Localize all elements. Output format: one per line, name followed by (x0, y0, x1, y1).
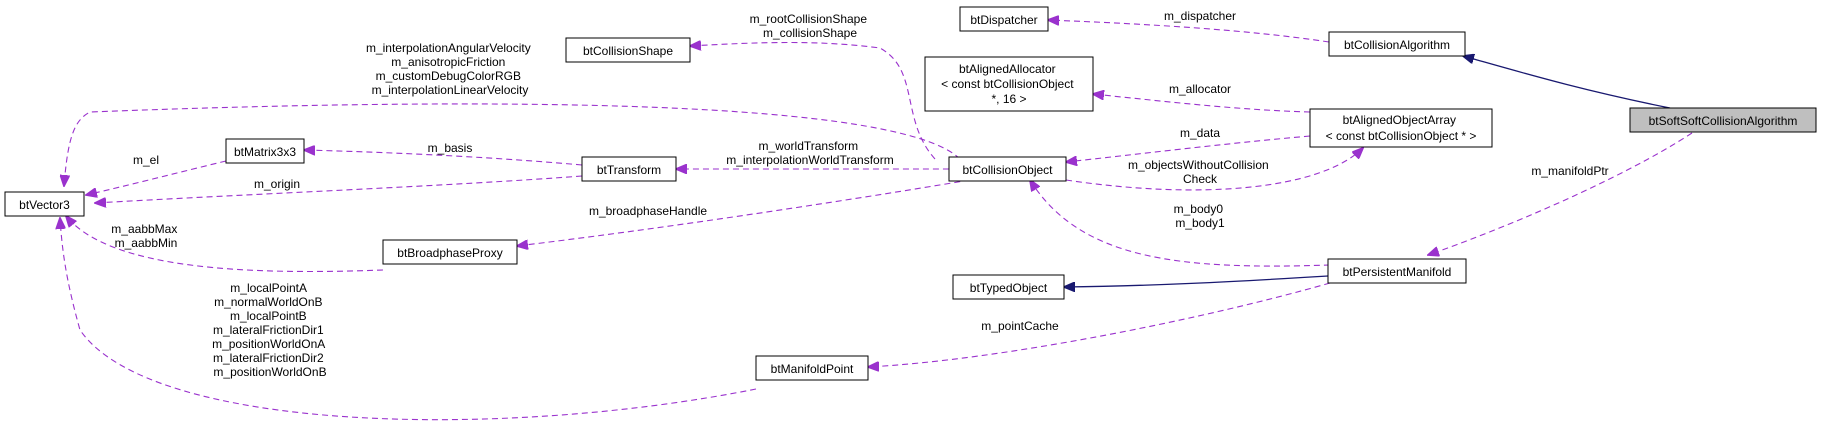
node-btTypedObject[interactable]: btTypedObject (952, 274, 1065, 300)
node-label-btAlignedObjectArray: btAlignedObjectArray < const btCollision… (1326, 113, 1477, 143)
node-btBroadphaseProxy[interactable]: btBroadphaseProxy (382, 239, 518, 265)
edge-label-matrix-to-vector3: m_el (133, 153, 159, 167)
edge-label-collisionobject-to-transform: m_worldTransform m_interpolationWorldTra… (726, 139, 893, 167)
edge-array-to-collisionobject (1066, 135, 1311, 162)
edge-transform-to-vector3 (95, 175, 583, 203)
edge-collisionobject-to-broadphase (517, 179, 971, 246)
node-btSoftSoftCollisionAlgorithm[interactable]: btSoftSoftCollisionAlgorithm (1629, 107, 1817, 133)
edge-label-transform-to-matrix: m_basis (428, 141, 473, 155)
node-label-btTypedObject: btTypedObject (970, 281, 1048, 295)
edge-label-collisionobject-to-broadphase: m_broadphaseHandle (589, 204, 707, 218)
node-label-btManifoldPoint: btManifoldPoint (771, 362, 854, 376)
node-label-btCollisionShape: btCollisionShape (583, 44, 673, 58)
edge-label-collisionobject-to-array: m_objectsWithoutCollision Check (1128, 158, 1272, 186)
edge-manifold-to-collisionobject (1030, 180, 1331, 267)
node-label-btAlignedAllocator: btAlignedAllocator < const btCollisionOb… (941, 62, 1077, 106)
node-btVector3[interactable]: btVector3 (4, 191, 85, 217)
edges (60, 20, 1693, 421)
edge-label-manifold-to-manifoldpoint: m_pointCache (981, 319, 1059, 333)
node-label-btCollisionAlgorithm: btCollisionAlgorithm (1344, 38, 1450, 52)
edge-label-array-to-allocator: m_allocator (1169, 82, 1231, 96)
node-label-btMatrix3x3: btMatrix3x3 (234, 145, 296, 159)
node-btAlignedAllocator[interactable]: btAlignedAllocator < const btCollisionOb… (924, 56, 1094, 112)
edge-collisionobject-to-vector3 (64, 103, 961, 186)
edge-label-broadphase-to-vector3: m_aabbMax m_aabbMin (111, 222, 180, 250)
edge-softsoft-inherits-algorithm (1463, 56, 1671, 109)
edge-broadphase-to-vector3 (66, 216, 384, 273)
edge-label-algorithm-to-dispatcher: m_dispatcher (1164, 9, 1236, 23)
node-label-btPersistentManifold: btPersistentManifold (1343, 265, 1452, 279)
node-label-btVector3: btVector3 (19, 198, 70, 212)
node-label-btTransform: btTransform (597, 163, 661, 177)
node-btPersistentManifold[interactable]: btPersistentManifold (1327, 258, 1467, 284)
node-label-btSoftSoftCollisionAlgorithm: btSoftSoftCollisionAlgorithm (1649, 114, 1798, 128)
edge-label-manifold-to-collisionobject: m_body0 m_body1 (1174, 202, 1227, 230)
edge-label-collisionobject-to-shape: m_rootCollisionShape m_collisionShape (750, 12, 871, 40)
nodes: btVector3 btMatrix3x3 btTransform btColl… (4, 6, 1817, 381)
edge-collisionobject-to-array (1065, 148, 1363, 191)
edge-matrix-to-vector3 (86, 160, 227, 195)
node-btCollisionObject[interactable]: btCollisionObject (948, 156, 1067, 182)
node-btCollisionShape[interactable]: btCollisionShape (565, 37, 691, 63)
edge-label-array-to-collisionobject: m_data (1180, 126, 1220, 140)
edge-manifoldpoint-to-vector3 (60, 218, 757, 421)
edge-label-manifoldpoint-to-vector3: m_localPointA m_normalWorldOnB m_localPo… (212, 281, 328, 379)
edge-labels: m_interpolationAngularVelocity m_anisotr… (111, 9, 1608, 379)
node-btAlignedObjectArray[interactable]: btAlignedObjectArray < const btCollision… (1309, 108, 1493, 148)
edge-softsoft-to-manifold (1428, 132, 1693, 255)
node-btTransform[interactable]: btTransform (581, 156, 677, 182)
node-btCollisionAlgorithm[interactable]: btCollisionAlgorithm (1328, 31, 1466, 57)
edge-manifold-to-manifoldpoint (868, 282, 1331, 367)
node-label-btDispatcher: btDispatcher (970, 13, 1037, 27)
node-btMatrix3x3[interactable]: btMatrix3x3 (225, 138, 305, 164)
edge-label-transform-to-vector3: m_origin (254, 177, 300, 191)
node-label-btCollisionObject: btCollisionObject (962, 163, 1053, 177)
edge-manifold-inherits-typedobject (1064, 275, 1329, 287)
node-label-btBroadphaseProxy: btBroadphaseProxy (397, 246, 502, 260)
edge-label-collisionobject-to-vector3: m_interpolationAngularVelocity m_anisotr… (366, 41, 534, 97)
edge-array-to-allocator (1093, 94, 1311, 113)
node-btManifoldPoint[interactable]: btManifoldPoint (755, 355, 869, 381)
edge-algorithm-to-dispatcher (1048, 20, 1330, 43)
node-btDispatcher[interactable]: btDispatcher (959, 6, 1049, 32)
edge-label-softsoft-to-manifold: m_manifoldPtr (1531, 164, 1608, 178)
edge-collisionobject-to-shape (690, 43, 936, 160)
